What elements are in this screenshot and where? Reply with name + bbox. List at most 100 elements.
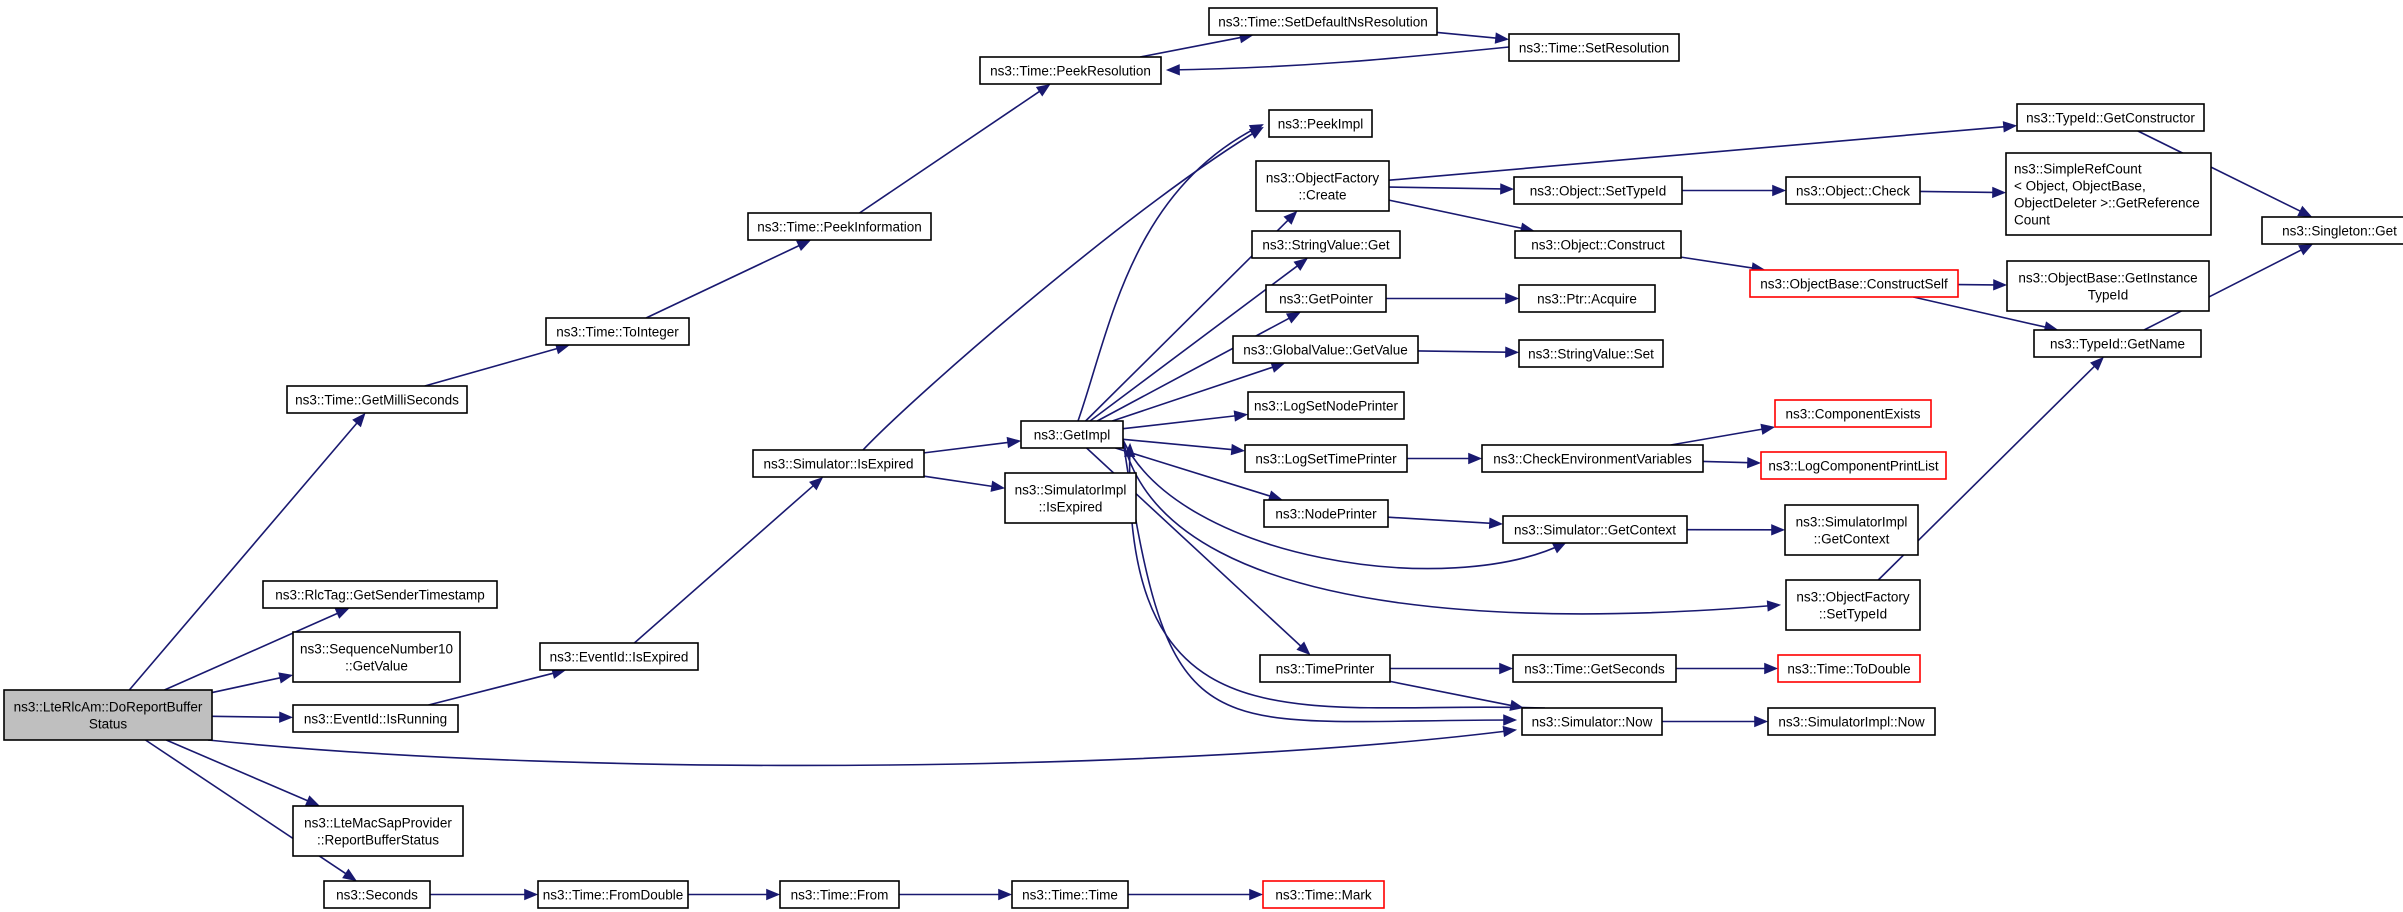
node-lmsap-box	[292, 805, 464, 857]
node-toint[interactable]: ns3::Time::ToInteger	[545, 317, 690, 346]
node-ofsettid-label-line: ns3::ObjectFactory	[1796, 590, 1910, 605]
node-fromdouble[interactable]: ns3::Time::FromDouble	[537, 880, 689, 909]
node-strget[interactable]: ns3::StringValue::Get	[1251, 230, 1401, 259]
node-nodepr[interactable]: ns3::NodePrinter	[1263, 499, 1389, 528]
node-from-label-line: ns3::Time::From	[791, 888, 889, 903]
node-sictx[interactable]: ns3::SimulatorImpl::GetContext	[1784, 504, 1919, 556]
node-ofsettid[interactable]: ns3::ObjectFactory::SetTypeId	[1785, 579, 1921, 631]
node-peekimpl[interactable]: ns3::PeekImpl	[1268, 109, 1373, 138]
node-sinow-label-line: ns3::SimulatorImpl::Now	[1778, 715, 1925, 730]
node-logcpl[interactable]: ns3::LogComponentPrintList	[1760, 451, 1947, 480]
node-lmsap[interactable]: ns3::LteMacSapProvider::ReportBufferStat…	[292, 805, 464, 857]
node-ofcreate[interactable]: ns3::ObjectFactory::Create	[1255, 160, 1390, 212]
node-timepr-label-line: ns3::TimePrinter	[1276, 662, 1375, 677]
node-getms[interactable]: ns3::Time::GetMilliSeconds	[286, 385, 468, 414]
node-simexp[interactable]: ns3::Simulator::IsExpired	[752, 449, 925, 478]
node-from[interactable]: ns3::Time::From	[779, 880, 900, 909]
edge-simnow-to-sinow	[1662, 715, 1769, 728]
node-setdef-box	[1208, 7, 1438, 36]
node-srcget-label-line: ObjectDeleter >::GetReference	[2014, 196, 2200, 211]
node-tidgetc-box	[2016, 103, 2205, 132]
node-evexp-label-line: ns3::EventId::IsExpired	[550, 650, 689, 665]
node-from-box	[779, 880, 900, 909]
node-obconsself[interactable]: ns3::ObjectBase::ConstructSelf	[1749, 269, 1959, 298]
node-fromdouble-label-line: ns3::Time::FromDouble	[543, 888, 684, 903]
node-nodepr-box	[1263, 499, 1389, 528]
edge-getimpl-to-lsnp	[1122, 410, 1249, 430]
node-mark[interactable]: ns3::Time::Mark	[1262, 880, 1385, 909]
edge-setres-to-peekres	[1165, 46, 1510, 76]
node-rlctag-box	[262, 580, 498, 609]
node-objcons[interactable]: ns3::Object::Construct	[1514, 230, 1682, 259]
node-getms-box	[286, 385, 468, 414]
node-seq10-box	[292, 631, 461, 683]
node-lsnp[interactable]: ns3::LogSetNodePrinter	[1247, 391, 1405, 420]
node-strget-box	[1251, 230, 1401, 259]
node-tidgetname[interactable]: ns3::TypeId::GetName	[2033, 329, 2202, 358]
edge-toint-to-peekinfo	[645, 239, 812, 319]
edge-from-to-timetime	[899, 888, 1013, 901]
node-lstp-box	[1244, 444, 1408, 473]
node-siexp[interactable]: ns3::SimulatorImpl::IsExpired	[1004, 472, 1137, 524]
node-simnow[interactable]: ns3::Simulator::Now	[1521, 707, 1663, 736]
node-checkenv[interactable]: ns3::CheckEnvironmentVariables	[1481, 444, 1704, 473]
node-fromdouble-box	[537, 880, 689, 909]
node-setres[interactable]: ns3::Time::SetResolution	[1508, 33, 1680, 62]
node-obconsself-box	[1749, 269, 1959, 298]
node-seq10[interactable]: ns3::SequenceNumber10::GetValue	[292, 631, 461, 683]
node-tidgetc[interactable]: ns3::TypeId::GetConstructor	[2016, 103, 2205, 132]
node-siexp-label-line: ns3::SimulatorImpl	[1015, 483, 1127, 498]
node-ofcreate-label-line: ns3::ObjectFactory	[1266, 171, 1380, 186]
node-compexists[interactable]: ns3::ComponentExists	[1774, 399, 1932, 428]
node-ptracq[interactable]: ns3::Ptr::Acquire	[1518, 284, 1656, 313]
node-getptr-label-line: ns3::GetPointer	[1279, 292, 1373, 307]
edge-seconds-to-fromdouble	[430, 888, 539, 901]
node-todouble[interactable]: ns3::Time::ToDouble	[1777, 654, 1921, 683]
node-peekinfo[interactable]: ns3::Time::PeekInformation	[747, 212, 932, 241]
node-rlctag[interactable]: ns3::RlcTag::GetSenderTimestamp	[262, 580, 498, 609]
node-singget[interactable]: ns3::Singleton::Get	[2261, 216, 2403, 245]
node-getimpl-box	[1020, 420, 1124, 449]
edge-gvget-to-strset	[1417, 346, 1520, 358]
node-ofcreate-box	[1255, 160, 1390, 212]
node-setres-label-line: ns3::Time::SetResolution	[1519, 41, 1669, 56]
node-timepr[interactable]: ns3::TimePrinter	[1259, 654, 1391, 683]
node-strset-box	[1518, 339, 1664, 368]
node-toint-box	[545, 317, 690, 346]
node-getsec[interactable]: ns3::Time::GetSeconds	[1512, 654, 1677, 683]
node-evexp[interactable]: ns3::EventId::IsExpired	[539, 642, 699, 671]
node-tidgetname-box	[2033, 329, 2202, 358]
node-getsec-label-line: ns3::Time::GetSeconds	[1524, 662, 1665, 677]
edge-evexp-to-simexp	[633, 476, 824, 644]
node-peekres[interactable]: ns3::Time::PeekResolution	[979, 56, 1162, 85]
node-getptr[interactable]: ns3::GetPointer	[1265, 284, 1387, 313]
node-strset[interactable]: ns3::StringValue::Set	[1518, 339, 1664, 368]
node-peekinfo-box	[747, 212, 932, 241]
node-srcget[interactable]: ns3::SimpleRefCount< Object, ObjectBase,…	[2005, 152, 2212, 236]
node-getimpl[interactable]: ns3::GetImpl	[1020, 420, 1124, 449]
node-isrunning[interactable]: ns3::EventId::IsRunning	[292, 704, 459, 733]
node-seconds[interactable]: ns3::Seconds	[323, 880, 431, 909]
node-mark-label-line: ns3::Time::Mark	[1275, 888, 1372, 903]
node-peekres-box	[979, 56, 1162, 85]
node-singget-box	[2261, 216, 2403, 245]
node-sinow[interactable]: ns3::SimulatorImpl::Now	[1767, 707, 1936, 736]
node-objsettid[interactable]: ns3::Object::SetTypeId	[1513, 176, 1683, 205]
edge-root-to-getms	[128, 412, 366, 691]
node-root-label-line: ns3::LteRlcAm::DoReportBuffer	[14, 700, 203, 715]
node-setdef[interactable]: ns3::Time::SetDefaultNsResolution	[1208, 7, 1438, 36]
node-simctx[interactable]: ns3::Simulator::GetContext	[1502, 515, 1688, 544]
node-timetime[interactable]: ns3::Time::Time	[1011, 880, 1129, 909]
node-objcheck-box	[1785, 176, 1921, 205]
node-objcheck[interactable]: ns3::Object::Check	[1785, 176, 1921, 205]
node-checkenv-box	[1481, 444, 1704, 473]
node-seq10-label-line: ns3::SequenceNumber10	[300, 642, 453, 657]
node-checkenv-label-line: ns3::CheckEnvironmentVariables	[1493, 452, 1692, 467]
node-gvget[interactable]: ns3::GlobalValue::GetValue	[1232, 335, 1419, 364]
node-lstp[interactable]: ns3::LogSetTimePrinter	[1244, 444, 1408, 473]
edge-getimpl-to-peekimpl	[1077, 124, 1264, 422]
edge-tidgetname-to-singget	[2143, 243, 2314, 331]
edge-timetime-to-mark	[1128, 888, 1264, 901]
